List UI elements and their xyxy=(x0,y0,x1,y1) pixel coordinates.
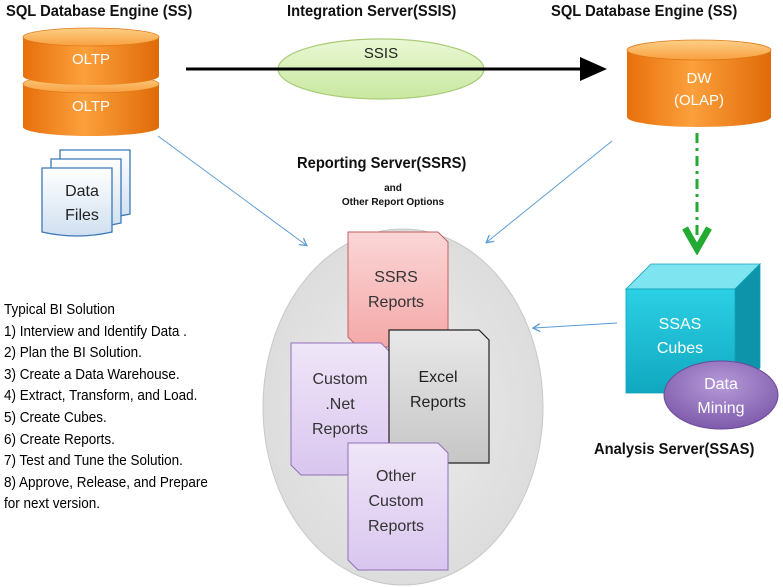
mining-line2: Mining xyxy=(697,400,744,417)
custom-line1: Custom xyxy=(312,371,367,388)
oltp-top-label: OLTP xyxy=(72,51,110,68)
data-files-line1: Data xyxy=(65,183,99,200)
step-item: 7) Test and Tune the Solution. xyxy=(4,453,183,470)
cube-line1: SSAS xyxy=(659,316,702,333)
step-item: 6) Create Reports. xyxy=(4,431,115,448)
custom-net-reports-document: Custom .Net Reports xyxy=(290,342,392,476)
dw-line1: DW xyxy=(687,70,713,87)
step-item: 4) Extract, Transform, and Load. xyxy=(4,388,198,405)
step-item: 1) Interview and Identify Data . xyxy=(4,323,187,340)
ssas-to-reports-arrow xyxy=(531,322,618,333)
step-item: 3) Create a Data Warehouse. xyxy=(4,366,180,383)
data-warehouse-database: DW (OLAP) xyxy=(626,39,772,127)
left-server-title: SQL Database Engine (SS) xyxy=(6,3,193,20)
other-line1: Other xyxy=(376,468,417,485)
custom-line3: Reports xyxy=(312,421,368,438)
ssas-cube: SSAS Cubes xyxy=(625,263,761,394)
step-item: 2) Plan the BI Solution. xyxy=(4,345,142,362)
data-files: Data Files xyxy=(41,149,131,237)
reporting-subtitle-options: Other Report Options xyxy=(341,197,445,208)
analysis-server-title: Analysis Server(SSAS) xyxy=(594,441,755,458)
reporting-server-title: Reporting Server(SSRS) xyxy=(297,155,467,172)
data-files-line2: Files xyxy=(65,207,99,224)
mining-line1: Data xyxy=(704,376,738,393)
excel-line1: Excel xyxy=(418,369,457,386)
flow-arrows xyxy=(157,135,618,333)
steps-title: Typical BI Solution xyxy=(4,302,115,318)
bi-steps-list: Typical BI Solution 1) Interview and Ide… xyxy=(4,300,208,516)
ssrs-reports-document: SSRS Reports xyxy=(347,231,449,348)
step-item: 8) Approve, Release, and Prepare xyxy=(4,474,208,491)
step-item: 5) Create Cubes. xyxy=(4,409,107,426)
excel-line2: Reports xyxy=(410,394,466,411)
dw-line2: (OLAP) xyxy=(674,92,724,109)
excel-reports-document: Excel Reports xyxy=(388,329,490,464)
reporting-subtitle-and: and xyxy=(384,183,402,194)
other-custom-reports-document: Other Custom Reports xyxy=(347,442,449,571)
oltp-database-top: OLTP xyxy=(22,27,160,85)
oltp-bottom-label: OLTP xyxy=(72,98,110,115)
dw-to-reports-arrow xyxy=(485,140,613,244)
ssrs-line1: SSRS xyxy=(374,269,418,286)
ssis-label: SSIS xyxy=(364,45,398,62)
custom-line2: .Net xyxy=(325,396,355,413)
other-line3: Reports xyxy=(368,518,424,535)
oltp-to-reports-arrow xyxy=(157,135,308,247)
data-mining-ellipse: Data Mining xyxy=(663,360,779,430)
right-server-title: SQL Database Engine (SS) xyxy=(551,3,738,20)
step-item: for next version. xyxy=(4,496,100,513)
ssrs-line2: Reports xyxy=(368,294,424,311)
integration-server-title: Integration Server(SSIS) xyxy=(287,3,457,20)
other-line2: Custom xyxy=(368,493,423,510)
cube-line2: Cubes xyxy=(657,340,703,357)
